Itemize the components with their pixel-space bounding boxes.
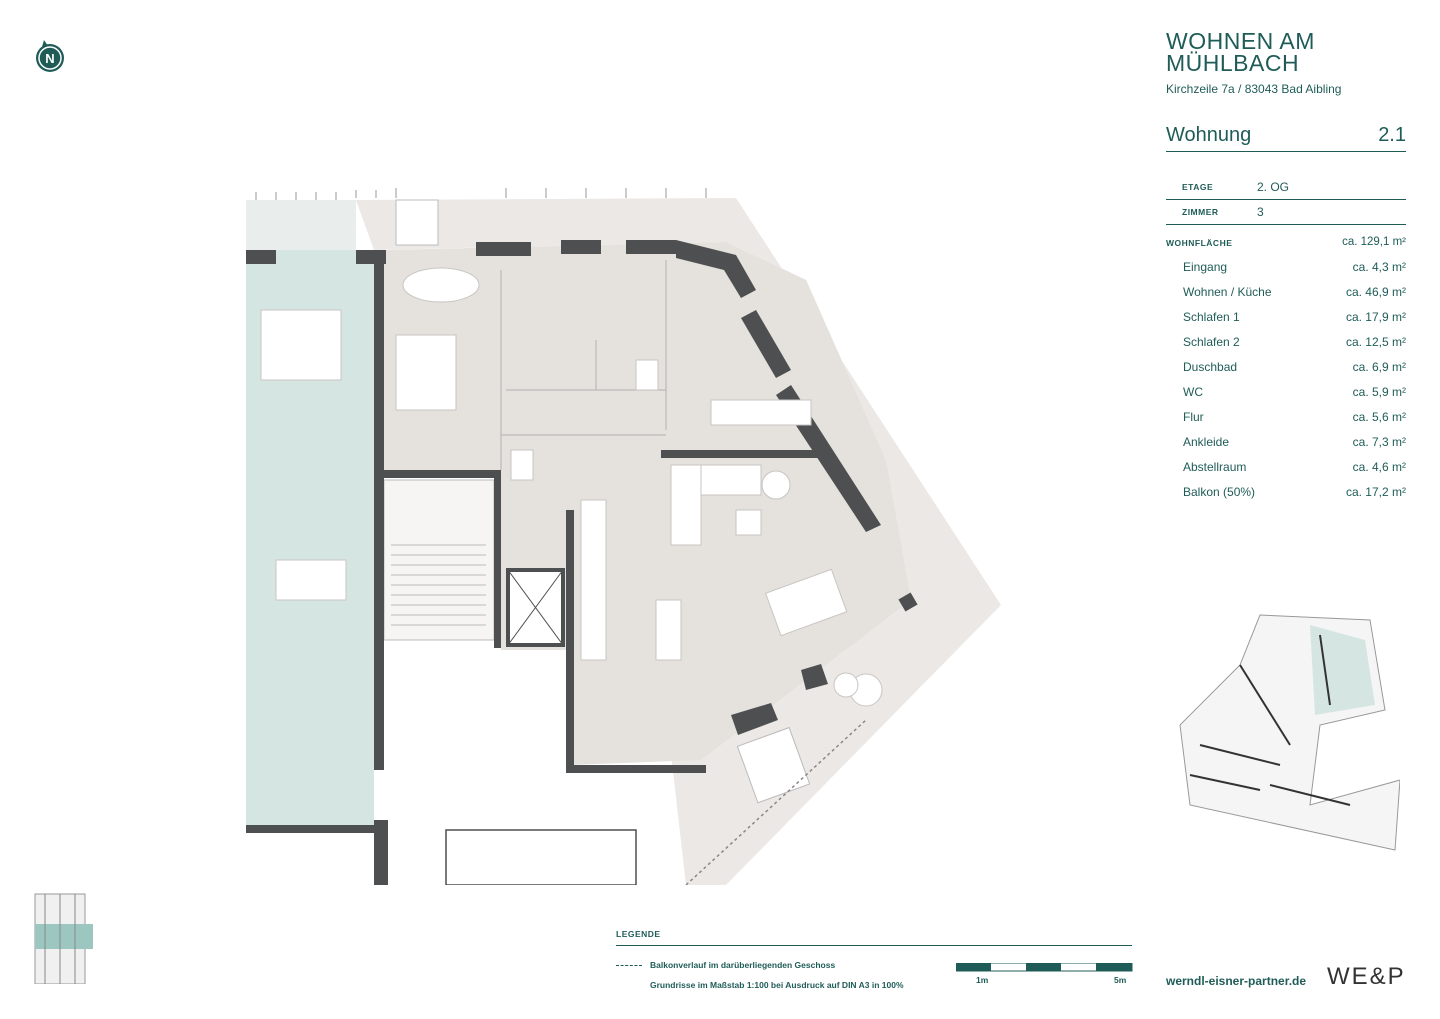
room-name: Eingang bbox=[1183, 260, 1228, 274]
room-name: Flur bbox=[1183, 410, 1204, 424]
site-plan-thumbnail bbox=[1179, 614, 1400, 851]
room-area: ca. 6,9 m² bbox=[1352, 360, 1406, 374]
room-area: ca. 4,3 m² bbox=[1352, 260, 1406, 274]
scale-start-label: 1m bbox=[976, 975, 989, 985]
room-name: Schlafen 1 bbox=[1183, 310, 1240, 324]
scale-bar: 1m 5m bbox=[956, 963, 1133, 985]
compass-north-icon: N bbox=[36, 40, 64, 72]
legend-dashed-text: Balkonverlauf im darüberliegenden Gescho… bbox=[650, 960, 836, 970]
floor-row: ETAGE 2. OG bbox=[1166, 175, 1406, 200]
room-name: Schlafen 2 bbox=[1183, 335, 1240, 349]
room-name: Balkon (50%) bbox=[1183, 485, 1256, 499]
legend-scale-text: Grundrisse im Maßstab 1:100 bei Ausdruck… bbox=[650, 980, 904, 990]
room-name: Wohnen / Küche bbox=[1183, 285, 1272, 299]
rooms-value: 3 bbox=[1257, 205, 1264, 219]
project-title-line1: WOHNEN AM bbox=[1166, 28, 1315, 54]
website-link[interactable]: werndl-eisner-partner.de bbox=[1166, 974, 1307, 988]
room-name: Abstellraum bbox=[1183, 460, 1247, 474]
unit-label: Wohnung bbox=[1166, 124, 1252, 146]
room-row: Schlafen 1 ca. 17,9 m² bbox=[1183, 310, 1406, 324]
room-name: Duschbad bbox=[1183, 360, 1238, 374]
room-name: Ankleide bbox=[1183, 435, 1230, 449]
svg-text:N: N bbox=[45, 51, 54, 66]
room-area: ca. 12,5 m² bbox=[1345, 335, 1406, 349]
room-row: WC ca. 5,9 m² bbox=[1183, 385, 1406, 399]
floor-plan bbox=[246, 188, 1001, 885]
room-name: WC bbox=[1183, 385, 1203, 399]
room-area: ca. 4,6 m² bbox=[1352, 460, 1406, 474]
unit-number: 2.1 bbox=[1378, 124, 1406, 146]
company-logo: WE&P bbox=[1327, 963, 1406, 990]
room-area: ca. 7,3 m² bbox=[1352, 435, 1406, 449]
room-row: Duschbad ca. 6,9 m² bbox=[1183, 360, 1406, 374]
dashed-line-icon bbox=[616, 964, 642, 966]
room-row: Flur ca. 5,6 m² bbox=[1183, 410, 1406, 424]
room-area: ca. 46,9 m² bbox=[1345, 285, 1406, 299]
living-area-value: ca. 129,1 m² bbox=[1342, 236, 1406, 248]
room-row: Abstellraum ca. 4,6 m² bbox=[1183, 460, 1406, 474]
room-area: ca. 17,9 m² bbox=[1345, 310, 1406, 324]
legend-dashed-entry: Balkonverlauf im darüberliegenden Gescho… bbox=[616, 960, 1132, 970]
room-row: Ankleide ca. 7,3 m² bbox=[1183, 435, 1406, 449]
project-address: Kirchzeile 7a / 83043 Bad Aibling bbox=[1166, 82, 1342, 96]
building-elevation-thumbnail bbox=[34, 893, 93, 984]
room-row: Wohnen / Küche ca. 46,9 m² bbox=[1183, 285, 1406, 299]
legend-title: LEGENDE bbox=[616, 929, 1132, 946]
floor-label: ETAGE bbox=[1182, 182, 1214, 192]
room-row: Eingang ca. 4,3 m² bbox=[1183, 260, 1406, 274]
room-area: ca. 5,6 m² bbox=[1352, 410, 1406, 424]
room-row: Schlafen 2 ca. 12,5 m² bbox=[1183, 335, 1406, 349]
legend: LEGENDE Balkonverlauf im darüberliegende… bbox=[616, 929, 1132, 990]
room-row: Balkon (50%) ca. 17,2 m² bbox=[1183, 485, 1406, 499]
rooms-row: ZIMMER 3 bbox=[1166, 200, 1406, 225]
project-title-line2: MÜHLBACH bbox=[1166, 50, 1300, 76]
room-area: ca. 5,9 m² bbox=[1352, 385, 1406, 399]
project-brand: WOHNEN AM MÜHLBACH Kirchzeile 7a / 83043… bbox=[1166, 28, 1342, 97]
living-area-label: WOHNFLÄCHE bbox=[1166, 238, 1233, 248]
living-area-total: WOHNFLÄCHE ca. 129,1 m² bbox=[1166, 236, 1406, 248]
floor-value: 2. OG bbox=[1257, 180, 1290, 194]
room-area: ca. 17,2 m² bbox=[1345, 485, 1406, 499]
rooms-label: ZIMMER bbox=[1182, 207, 1219, 217]
scale-end-label: 5m bbox=[1114, 975, 1127, 985]
unit-header: Wohnung 2.1 bbox=[1166, 124, 1406, 152]
